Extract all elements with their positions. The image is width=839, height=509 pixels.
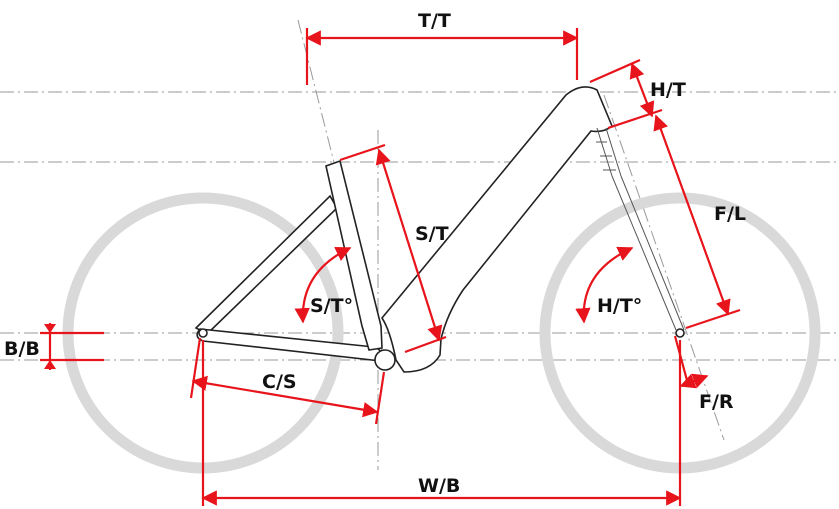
label-seat-tube: S/T [415,223,449,245]
label-top-tube: T/T [418,10,451,32]
front-axle [675,328,685,338]
bottom-bracket [374,349,396,371]
dimensions [40,28,741,506]
label-bb-drop: B/B [4,338,40,360]
label-fork-length: F/L [714,203,746,225]
label-wheelbase: W/B [418,475,460,497]
label-chainstay: C/S [262,371,297,393]
dimension-labels: T/T H/T S/T F/L S/T° H/T° B/B C/S F/R W/… [4,10,746,497]
rear-axle [198,328,208,338]
label-head-tube-angle: H/T° [597,295,642,317]
label-seat-tube-angle: S/T° [310,295,353,317]
label-head-tube: H/T [650,79,686,101]
label-fork-rake: F/R [699,391,734,413]
